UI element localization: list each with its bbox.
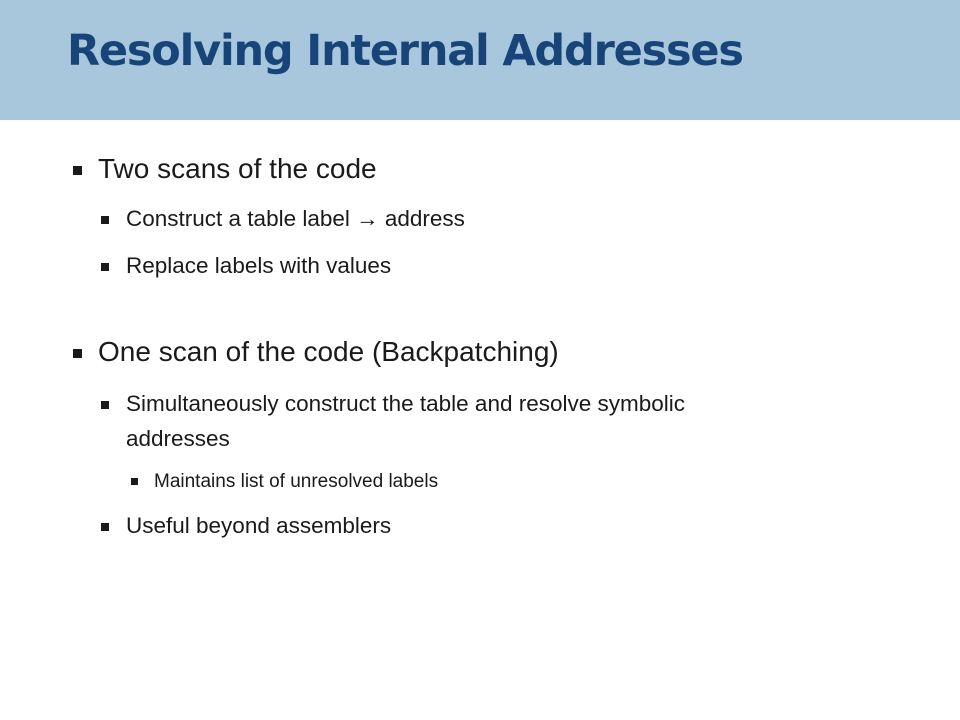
bullet-construct-table: Construct a table label → address [101,206,465,232]
bullet-useful-beyond: Useful beyond assemblers [101,513,391,539]
square-bullet-icon [73,349,82,358]
slide-title: Resolving Internal Addresses [67,26,744,76]
square-bullet-icon [101,216,109,224]
bullet-text: Simultaneously construct the table and r… [126,391,686,416]
bullet-text: One scan of the code (Backpatching) [98,336,559,367]
bullet-replace-labels: Replace labels with values [101,253,391,279]
square-bullet-icon [101,263,109,271]
bullet-two-scans: Two scans of the code [73,153,377,185]
bullet-text: Construct a table label → address [126,206,465,231]
bullet-text: Replace labels with values [126,253,392,278]
bullet-simultaneously: Simultaneously construct the table and r… [101,391,685,417]
square-bullet-icon [73,166,82,175]
bullet-maintains-list: Maintains list of unresolved labels [131,471,438,493]
square-bullet-icon [131,478,138,485]
bullet-one-scan: One scan of the code (Backpatching) [73,336,559,368]
bullet-text: Maintains list of unresolved labels [154,471,439,492]
bullet-simultaneously-continuation: addresses [126,426,230,451]
bullet-text: Useful beyond assemblers [126,513,392,538]
title-bar [0,0,960,120]
square-bullet-icon [101,523,109,531]
bullet-text: Two scans of the code [98,153,377,184]
square-bullet-icon [101,401,109,409]
